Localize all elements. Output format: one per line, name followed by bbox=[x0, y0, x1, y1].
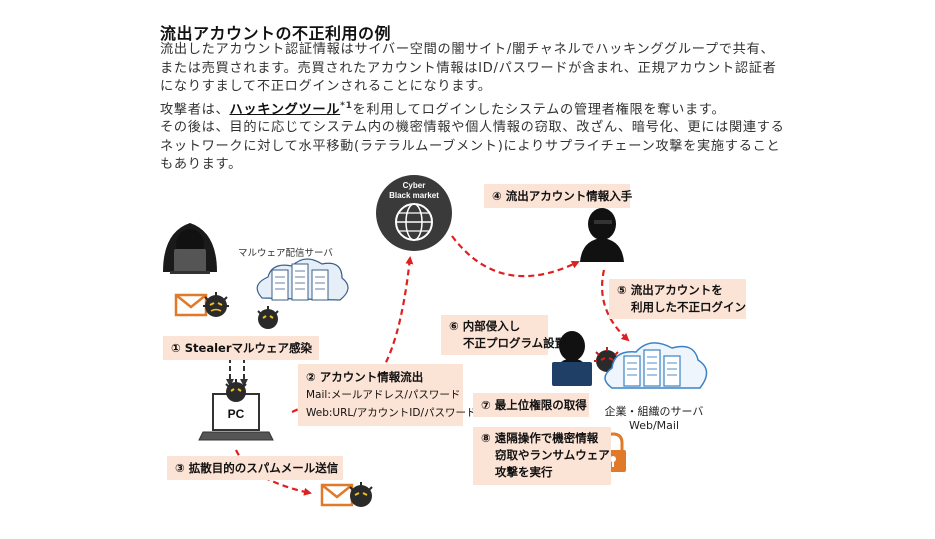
acquire-flow-arrow bbox=[451, 235, 580, 278]
attacker-icon bbox=[580, 208, 624, 262]
step-6-label: ⑥ 内部侵入し 不正プログラム設置 bbox=[441, 315, 567, 355]
malware-bug-icon bbox=[257, 306, 279, 329]
description: 流出したアカウント認証情報はサイバー空間の闇サイト/闇チャネルでハッキンググルー… bbox=[160, 41, 900, 175]
hacker-icon bbox=[163, 223, 217, 274]
step-2-box: ② アカウント情報流出 Mail:メールアドレス/パスワード Web:URL/ア… bbox=[298, 364, 477, 426]
step-8-line-3: 攻撃を実行 bbox=[495, 465, 553, 479]
text-segment: を利用してログインしたシステムの管理者権限を奪います。 bbox=[352, 101, 726, 117]
step-1-label: ① Stealerマルウェア感染 bbox=[163, 336, 319, 360]
step-2-mail: Mail:メールアドレス/パスワード bbox=[306, 389, 461, 401]
step-8-line-2: 窃取やランサムウェア bbox=[495, 448, 610, 462]
paragraph-line: その後は、目的に応じてシステム内の機密情報や個人情報の窃取、改ざん、暗号化、更に… bbox=[160, 120, 785, 136]
malware-bug-icon bbox=[225, 379, 247, 402]
step-8-label: ⑧ 遠隔操作で機密情報 窃取やランサムウェア 攻撃を実行 bbox=[473, 427, 611, 485]
step-5-label: ⑤ 流出アカウントを 利用した不正ログイン bbox=[609, 279, 746, 319]
step-5-line-2: 利用した不正ログイン bbox=[631, 300, 746, 314]
malware-bug-icon bbox=[349, 482, 373, 507]
cyber-market-label-2: Black market bbox=[389, 191, 439, 200]
hacking-tool-term: ハッキングツール bbox=[229, 101, 341, 117]
paragraph-line: 攻撃者は、ハッキングツール*1を利用してログインしたシステムの管理者権限を奪いま… bbox=[160, 97, 900, 120]
phishing-email-icon bbox=[174, 293, 208, 317]
step-2-web: Web:URL/アカウントID/パスワード bbox=[306, 407, 477, 419]
corp-server-caption: 企業・組織のサーバ Web/Mail bbox=[598, 405, 710, 433]
malware-bug-icon bbox=[203, 292, 229, 317]
pc-label: PC bbox=[228, 407, 245, 421]
spam-email-icon bbox=[320, 483, 354, 507]
text-segment: 攻撃者は、 bbox=[160, 101, 230, 117]
footnote-ref: *1 bbox=[340, 100, 353, 111]
cyber-market-label-1: Cyber bbox=[403, 181, 426, 190]
step-3-label: ③ 拡散目的のスパムメール送信 bbox=[167, 456, 343, 480]
step-5-line-1: ⑤ 流出アカウントを bbox=[617, 283, 723, 297]
paragraph-line: もあります。 bbox=[160, 157, 243, 173]
malware-server-icon bbox=[256, 258, 349, 301]
corp-server-caption-line-2: Web/Mail bbox=[628, 419, 680, 432]
step-4-label: ④ 流出アカウント情報入手 bbox=[484, 184, 632, 208]
paragraph-line: になりすまして不正ログインされることになります。 bbox=[160, 79, 492, 94]
step-6-line-1: ⑥ 内部侵入し bbox=[449, 319, 521, 333]
step-8-line-1: ⑧ 遠隔操作で機密情報 bbox=[481, 431, 599, 445]
corp-server-caption-line-1: 企業・組織のサーバ bbox=[604, 405, 704, 418]
cyber-black-market-icon bbox=[376, 175, 452, 251]
step-6-line-2: 不正プログラム設置 bbox=[463, 336, 567, 350]
paragraph-line: 流出したアカウント認証情報はサイバー空間の闇サイト/闇チャネルでハッキンググルー… bbox=[160, 42, 775, 57]
paragraph-line: ネットワークに対して水平移動(ラテラルムーブメント)によりサプライチェーン攻撃を… bbox=[160, 138, 781, 154]
malware-server-caption: マルウェア配信サーバ bbox=[238, 248, 333, 259]
page-title: 流出アカウントの不正利用の例 bbox=[160, 24, 392, 43]
step-7-label: ⑦ 最上位権限の取得 bbox=[473, 393, 589, 417]
step-2-title: ② アカウント情報流出 bbox=[306, 370, 424, 384]
corporate-server-icon bbox=[604, 342, 708, 389]
intruder-icon bbox=[552, 331, 592, 386]
paragraph-line: または売買されます。売買されたアカウント情報はID/パスワードが含まれ、正規アカ… bbox=[160, 60, 777, 76]
